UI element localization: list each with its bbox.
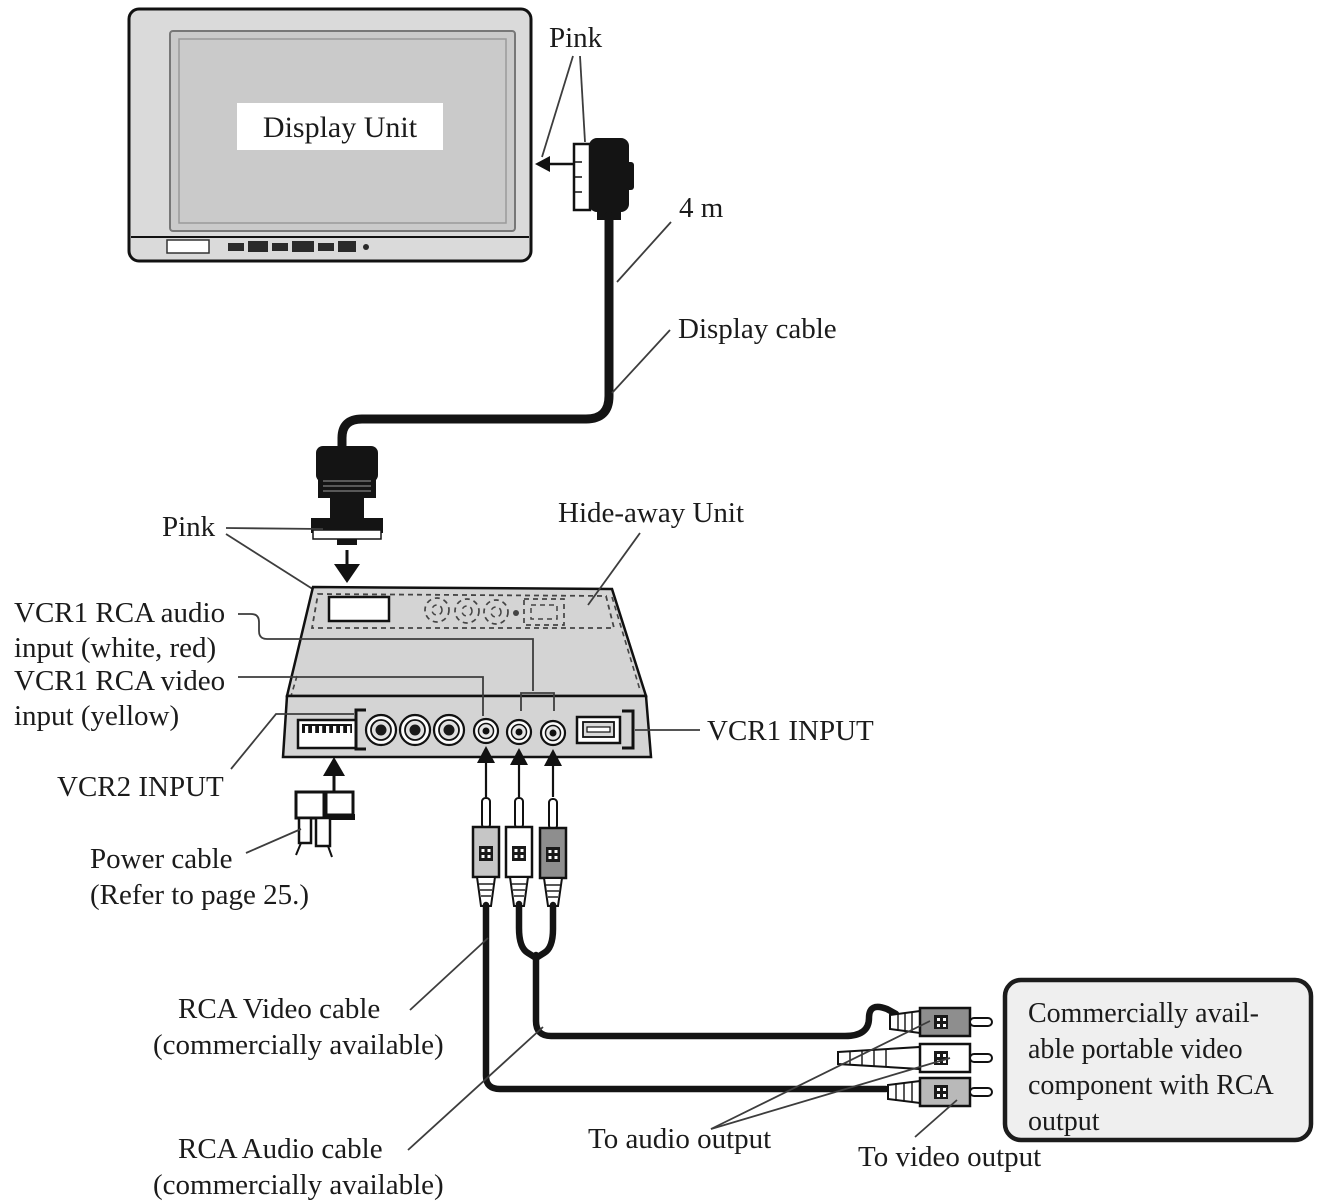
plug-pink-stripe xyxy=(312,529,382,540)
display-cable-top-connector: Pink xyxy=(535,22,634,220)
cable-length-label: 4 m xyxy=(679,192,724,224)
rca-plug-white-to-component xyxy=(837,1042,993,1074)
vcr1-rca-jacks xyxy=(472,717,567,747)
plug-body xyxy=(316,446,378,482)
vcr2-rca-jacks xyxy=(364,713,466,747)
rca-video-cable-label-line2: (commercially available) xyxy=(153,1029,444,1061)
unit-rear-panel-dashed xyxy=(310,593,616,629)
vcr2-input-label: VCR2 INPUT xyxy=(57,771,224,803)
vcr1-audio-label-line2: input (white, red) xyxy=(14,632,216,664)
display-cable-line xyxy=(337,211,614,452)
front-panel xyxy=(296,708,635,751)
power-cable-label-line1: Power cable xyxy=(90,843,233,875)
power-connector-left xyxy=(294,790,326,820)
connector-body xyxy=(589,138,629,212)
vcr1-video-label-line1: VCR1 RCA video xyxy=(14,665,225,697)
rca-plug-audio-white xyxy=(504,797,534,907)
power-connector-bar xyxy=(324,814,355,820)
power-connector-right xyxy=(324,790,355,817)
up-arrow-icon xyxy=(323,757,345,776)
cable-length-leader xyxy=(616,221,672,283)
vcr2-bracket xyxy=(354,708,366,751)
component-box-line4: output xyxy=(1028,1106,1100,1137)
hideaway-unit-label: Hide-away Unit xyxy=(558,497,744,529)
rca-plug-audio-red xyxy=(538,798,568,907)
display-cable: 4 m Display cable xyxy=(337,192,837,452)
display-cable-port xyxy=(327,595,391,623)
down-arrow-icon xyxy=(334,564,360,583)
rca-video-cable-leader xyxy=(409,937,489,1011)
vcr1-video-label-line2: input (yellow) xyxy=(14,700,179,732)
component-box-line1: Commercially avail- xyxy=(1028,998,1259,1029)
pink-top-leader-1 xyxy=(541,55,574,158)
vcr1-audio-label-line1: VCR1 RCA audio xyxy=(14,597,225,629)
vcr2-input-leader xyxy=(230,713,354,770)
display-unit-label-box xyxy=(237,103,443,150)
unit-left-edge-dashed xyxy=(290,675,298,697)
display-unit-label: Display Unit xyxy=(263,111,418,144)
rca-audio-cable-left-branch xyxy=(515,900,540,962)
power-cable: Power cable (Refer to page 25.) xyxy=(90,757,355,911)
display-unit-ir-window xyxy=(166,239,210,254)
display-cable-bottom-connector: Pink xyxy=(162,446,383,601)
rca-cables xyxy=(482,900,900,1093)
display-unit-screen-inner-frame xyxy=(178,38,507,224)
power-lead-flare xyxy=(327,845,333,858)
hideaway-unit: Hide-away Unit xyxy=(281,497,744,759)
pink-top-label: Pink xyxy=(549,22,603,54)
port-labels: VCR1 RCA audio input (white, red) VCR1 R… xyxy=(14,597,874,803)
insert-up-arrows xyxy=(477,746,562,797)
power-port-teeth xyxy=(305,726,351,737)
rca-audio-cable-label-line2: (commercially available) xyxy=(153,1169,444,1201)
vcr1-rect-connector-slot xyxy=(586,726,611,733)
display-unit: Display Unit xyxy=(127,7,533,263)
vcr1-video-leader xyxy=(238,676,484,716)
rca-audio-cable-label-line1: RCA Audio cable xyxy=(178,1133,383,1165)
hideaway-unit-leader xyxy=(587,532,641,606)
left-arrow-icon xyxy=(535,156,550,172)
rca-audio-cable-leader xyxy=(407,1026,544,1151)
to-video-output-leader xyxy=(914,1099,958,1138)
vcr1-audio-leader xyxy=(238,613,534,691)
to-audio-output-label: To audio output xyxy=(588,1123,771,1155)
power-cable-leader xyxy=(245,828,302,854)
rca-plug-video-yellow xyxy=(471,797,501,907)
vcr1-bracket xyxy=(622,709,635,750)
pink-bottom-label: Pink xyxy=(162,511,216,543)
plug-key-tab xyxy=(337,539,357,545)
component-box-line3: component with RCA xyxy=(1028,1070,1275,1101)
power-cable-label-line2: (Refer to page 25.) xyxy=(90,879,309,911)
rca-plug-yellow-to-component xyxy=(887,1076,993,1108)
to-video-output-label: To video output xyxy=(858,1141,1041,1173)
to-audio-output-leader-1 xyxy=(710,1020,931,1130)
vcr1-input-label: VCR1 INPUT xyxy=(707,715,874,747)
rca-audio-cable-line xyxy=(532,951,900,1040)
rca-plugs-into-unit xyxy=(471,746,568,907)
display-cable-leader xyxy=(611,329,671,394)
power-lead-2 xyxy=(314,816,332,848)
display-cable-label: Display cable xyxy=(678,313,837,345)
plug-grip xyxy=(318,476,376,498)
component-box-line2: able portable video xyxy=(1028,1034,1243,1065)
rca-video-cable-line xyxy=(482,901,890,1093)
power-lead-flare xyxy=(295,842,302,856)
vcr1-audio-bracket xyxy=(520,692,555,711)
rear-ghost-jacks xyxy=(424,597,565,626)
power-lead-1 xyxy=(297,816,313,845)
component-box-frame xyxy=(1002,977,1314,1143)
cable-labels: RCA Video cable (commercially available)… xyxy=(153,937,1041,1201)
to-audio-output-leader-2 xyxy=(710,1057,951,1130)
plug-neck xyxy=(330,496,364,520)
rca-audio-cable-right-branch xyxy=(532,901,557,962)
component-box: Commercially avail- able portable video … xyxy=(1002,977,1314,1143)
pink-top-leader-2 xyxy=(579,55,586,143)
rca-video-cable-label-line1: RCA Video cable xyxy=(178,993,380,1025)
display-unit-buttons xyxy=(228,241,369,252)
connector-tab xyxy=(624,162,634,190)
rca-plug-red-to-component xyxy=(889,1006,993,1038)
pink-bottom-leader-1 xyxy=(225,527,324,530)
unit-right-edge-dashed xyxy=(611,596,641,691)
